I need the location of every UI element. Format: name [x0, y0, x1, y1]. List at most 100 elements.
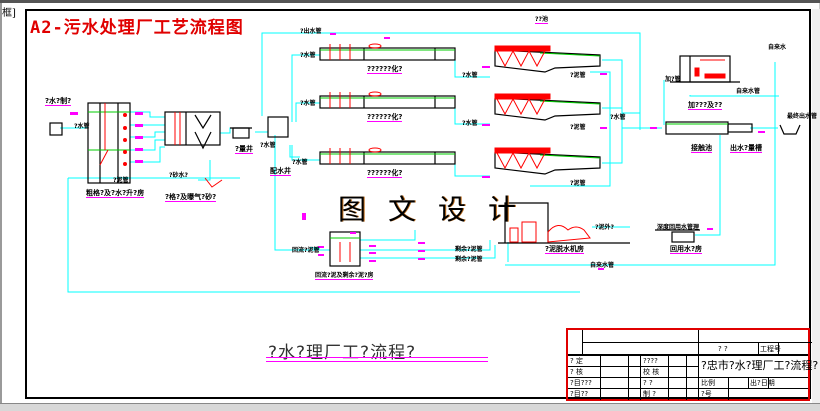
pipe-r2-c2 — [454, 104, 490, 125]
tb-row-design: ? ? — [643, 379, 653, 387]
tb-row-project-eng: ?目?? — [570, 390, 589, 398]
label-outlet-meter: 出水?量槽 — [730, 144, 763, 153]
pipe-dist-r3b — [289, 145, 300, 158]
reactor-1 — [319, 47, 456, 61]
label-reuse-tank: 深度回用水管理 — [657, 224, 700, 231]
inlet-box — [49, 122, 63, 136]
pipe-label: ?水管 — [292, 159, 308, 166]
tb-scale: 比例 — [701, 379, 715, 387]
pipe-label: ?水管 — [462, 120, 478, 127]
pipe-label: ?泥管 — [570, 124, 586, 131]
pipe-label: ?出水管 — [300, 28, 322, 35]
tb-rule — [728, 377, 729, 400]
scrollbar-area[interactable] — [812, 9, 820, 403]
tb-rule — [582, 342, 812, 343]
label-return-pump-house: 回流?泥及剩余?泥?房 — [315, 272, 374, 280]
pipe-label: 自来水管 — [590, 262, 615, 269]
pipe-return-d — [360, 245, 496, 259]
pipe-label: 剩余?泥管 — [455, 256, 483, 263]
pipe-grit-sand — [198, 160, 211, 181]
pipe-r1-c1 — [454, 56, 490, 78]
pipe-label: ?水管 — [260, 142, 276, 149]
label-reactor-2: ??????化? — [367, 113, 403, 122]
distribution-well — [267, 116, 289, 138]
clarifier-3 — [494, 151, 601, 175]
pipe-tap-loop — [505, 62, 776, 266]
clarifier-2 — [494, 97, 601, 121]
tb-row-check: 校 核 — [643, 368, 660, 376]
label-dewater-house: ?泥脱水机房 — [545, 245, 585, 254]
tb-row-draw: 制 ? — [643, 390, 656, 398]
pipe-sludge-r1 — [530, 71, 611, 187]
equipment-outlines — [49, 47, 801, 267]
outfall-box — [779, 124, 801, 135]
grit-chamber — [164, 111, 221, 146]
tb-rule — [668, 354, 669, 400]
screen-pump-house — [87, 102, 131, 184]
tb-drawing-no: ?号 — [701, 390, 712, 398]
tb-row-project-lead: ?目??? — [570, 379, 592, 387]
mechanical-equipment — [99, 43, 726, 262]
tb-rule — [698, 330, 699, 400]
tb-rule — [628, 354, 629, 400]
tb-rule — [568, 377, 808, 378]
label-inlet-control: ?水?制? — [45, 97, 72, 106]
label-chem-house: 加???及?? — [688, 101, 723, 110]
tb-design-stage: ? ? — [718, 345, 728, 353]
pipe-return-b — [360, 230, 416, 241]
clarifier-1 — [494, 49, 601, 73]
tb-rule — [778, 343, 779, 354]
pipe-reuse-main — [67, 178, 580, 293]
tb-rule — [582, 330, 583, 354]
pipe-top-header — [261, 32, 641, 130]
label-outfall: 最终出水管 — [787, 113, 818, 120]
pipe-r3-c3 — [454, 161, 490, 177]
pipe-label: 自来水管 — [736, 88, 761, 95]
reactor-3 — [319, 151, 456, 165]
tb-rule — [768, 377, 769, 388]
reactor-2 — [319, 95, 456, 109]
tb-rule — [748, 377, 749, 388]
tb-rule — [640, 354, 641, 400]
pipe-c3-out — [602, 113, 623, 164]
tb-row-discipline: ???? — [643, 357, 658, 365]
pipe-label: ?泥外? — [595, 224, 614, 231]
dewater-house — [504, 202, 549, 243]
pipe-dist-r3 — [291, 145, 320, 161]
caption-underline — [266, 357, 488, 362]
tb-rule — [568, 388, 808, 389]
pipe-label: 剩余?泥管 — [455, 246, 483, 253]
pipe-label: ?泥管 — [570, 72, 586, 79]
top-border — [0, 0, 820, 3]
label-reuse-pump-house: 回用水?房 — [670, 245, 703, 254]
label-grit-chamber: ?格?及曝气?砂? — [165, 193, 217, 202]
reuse-pump-house — [671, 231, 695, 243]
tb-date: 出?日期 — [750, 379, 775, 387]
label-grit-water: ?砂水? — [169, 172, 188, 179]
corner-tag: 框] — [2, 8, 16, 19]
tb-rule — [758, 343, 759, 354]
tb-rule — [568, 366, 698, 367]
tb-rule — [600, 354, 601, 400]
label-meter-well: ?量井 — [235, 145, 254, 154]
pipe-c1-out — [602, 59, 640, 114]
pipe-label: ?水管 — [300, 100, 316, 107]
label-distribution-well: 配水井 — [270, 167, 291, 176]
pipe-label: ?水管 — [300, 52, 316, 59]
pipe-return-c — [360, 240, 491, 251]
elevation-tags — [70, 33, 765, 270]
pipe-screen-grit-5 — [130, 146, 165, 163]
label-reactor-3: ??????化? — [367, 169, 403, 178]
pipe-label: 回流?泥管 — [292, 247, 320, 254]
pipe-label: 自来水 — [768, 44, 787, 51]
pipe-grit-meter — [220, 127, 238, 134]
pipe-label: ?水管 — [462, 72, 478, 79]
water-level-lines — [88, 49, 728, 239]
label-clarifier-group: ??池 — [535, 16, 548, 24]
pipe-dist-r1 — [291, 54, 320, 122]
tb-rule — [686, 354, 687, 400]
pipe-dist-r2 — [295, 102, 320, 122]
drawing-sheet-border — [25, 9, 811, 399]
drawing-caption: ?水?理厂工?流程? — [268, 343, 417, 363]
